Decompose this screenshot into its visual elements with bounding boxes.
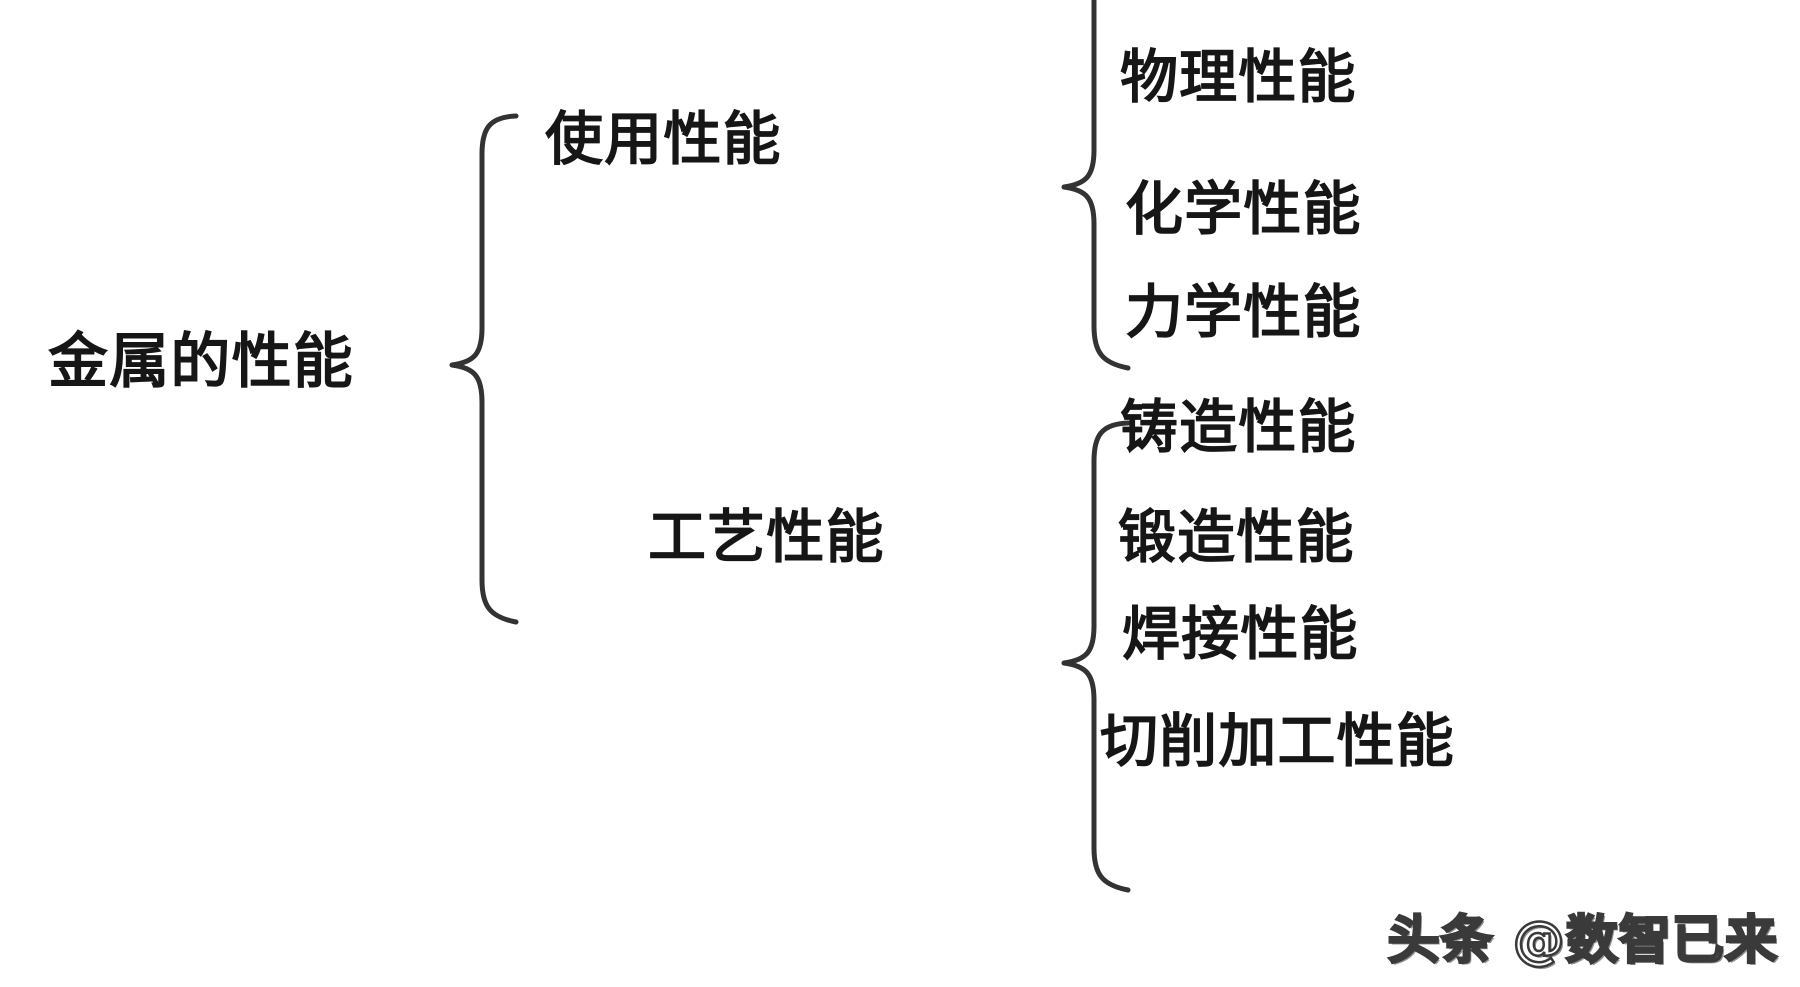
leaf-label-casting-performance: 铸造性能 <box>1120 393 1357 461</box>
branch-2-brace-icon <box>1061 420 1131 893</box>
branch-1-brace-icon <box>1061 0 1131 371</box>
branch-label-process-performance: 工艺性能 <box>648 503 885 571</box>
leaf-label-machining-performance: 切削加工性能 <box>1100 707 1455 775</box>
leaf-label-physical-performance: 物理性能 <box>1120 43 1357 111</box>
leaf-label-forging-performance: 锻造性能 <box>1118 503 1355 571</box>
leaf-label-chemical-performance: 化学性能 <box>1125 175 1362 243</box>
watermark-text: 头条 @数智已来 <box>1386 910 1778 973</box>
leaf-label-welding-performance: 焊接性能 <box>1122 600 1359 668</box>
branch-label-use-performance: 使用性能 <box>545 105 782 173</box>
leaf-label-mechanical-performance: 力学性能 <box>1125 278 1362 346</box>
root-node-label: 金属的性能 <box>48 327 354 397</box>
main-brace-icon <box>449 113 519 625</box>
